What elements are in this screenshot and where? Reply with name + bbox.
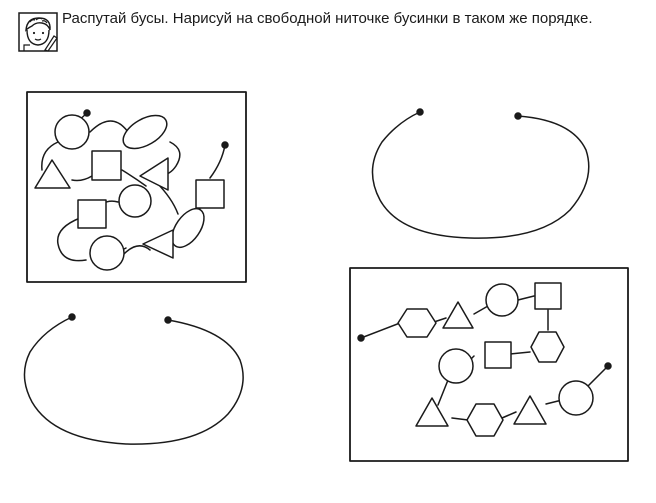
bead-circle	[438, 348, 474, 384]
straight-string-end-2	[604, 362, 612, 370]
bead-square	[534, 282, 562, 310]
bead-circle	[485, 283, 519, 317]
empty-string-top	[371, 111, 590, 239]
bead-square	[77, 199, 107, 229]
bead-square	[195, 179, 225, 209]
empty-string-bottom-end-2	[164, 316, 172, 324]
bead-triangle	[415, 397, 449, 427]
empty-string-bottom-end-1	[68, 313, 76, 321]
bead-triangle	[513, 395, 547, 425]
empty-string-top-end-1	[416, 108, 424, 116]
bead-hexagon	[397, 308, 437, 338]
bead-circle	[118, 184, 152, 218]
bead-hexagon	[466, 403, 504, 437]
tangled-beads-frame	[26, 91, 247, 283]
bead-triangle	[142, 229, 174, 259]
bead-triangle	[139, 157, 169, 191]
bead-ellipse	[171, 207, 205, 249]
bead-circle	[558, 380, 594, 416]
empty-string-top-end-2	[514, 112, 522, 120]
tangled-string-end-2	[221, 141, 229, 149]
bead-circle	[89, 235, 125, 271]
empty-string-bottom	[23, 316, 244, 445]
header: Распутай бусы. Нарисуй на свободной нито…	[0, 0, 656, 60]
bead-square	[91, 150, 122, 181]
bead-circle	[54, 114, 90, 150]
bead-ellipse	[122, 114, 168, 150]
child-pencil-icon	[18, 12, 58, 52]
instruction-text: Распутай бусы. Нарисуй на свободной нито…	[62, 10, 593, 27]
straight-beads-frame	[349, 267, 629, 462]
straight-string	[360, 295, 609, 421]
tangled-string-end-1	[83, 109, 91, 117]
bead-hexagon	[530, 331, 565, 363]
bead-triangle	[34, 159, 71, 189]
bead-square	[484, 341, 512, 369]
bead-triangle	[442, 301, 474, 329]
straight-string-end-1	[357, 334, 365, 342]
